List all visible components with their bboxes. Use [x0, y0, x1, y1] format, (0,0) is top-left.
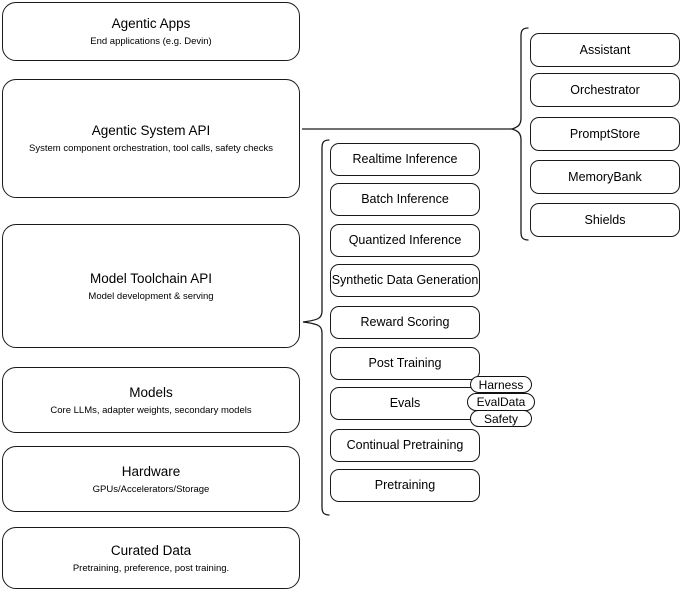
component-post-training[interactable]: Post Training — [330, 347, 480, 380]
layer-subtitle: GPUs/Accelerators/Storage — [92, 483, 210, 495]
layer-subtitle: Pretraining, preference, post training. — [72, 562, 230, 574]
component-evals[interactable]: Evals — [330, 387, 480, 420]
layer-model-toolchain-api[interactable]: Model Toolchain API Model development & … — [2, 224, 300, 348]
component-memorybank[interactable]: MemoryBank — [530, 160, 680, 194]
layer-title: Agentic System API — [91, 123, 211, 138]
component-realtime-inference[interactable]: Realtime Inference — [330, 143, 480, 176]
component-pretraining[interactable]: Pretraining — [330, 469, 480, 502]
model-toolchain-brace — [302, 139, 330, 516]
layer-subtitle: System component orchestration, tool cal… — [29, 143, 273, 154]
badge-evaldata[interactable]: EvalData — [467, 393, 535, 411]
component-orchestrator[interactable]: Orchestrator — [530, 73, 680, 107]
layer-title: Models — [129, 384, 173, 400]
layer-title: Agentic Apps — [111, 16, 191, 31]
layer-subtitle: Core LLMs, adapter weights, secondary mo… — [50, 404, 252, 416]
layer-title: Curated Data — [110, 542, 192, 558]
component-synthetic-data-generation[interactable]: Synthetic Data Generation — [330, 264, 480, 297]
component-shields[interactable]: Shields — [530, 203, 680, 237]
layer-subtitle: End applications (e.g. Devin) — [90, 36, 212, 47]
layer-subtitle: Model development & serving — [88, 290, 214, 302]
layer-models[interactable]: Models Core LLMs, adapter weights, secon… — [2, 367, 300, 433]
component-continual-pretraining[interactable]: Continual Pretraining — [330, 429, 480, 462]
component-batch-inference[interactable]: Batch Inference — [330, 183, 480, 216]
badge-harness[interactable]: Harness — [470, 376, 532, 393]
agentic-system-brace — [509, 27, 529, 241]
layer-title: Hardware — [121, 463, 181, 479]
component-promptstore[interactable]: PromptStore — [530, 117, 680, 151]
component-quantized-inference[interactable]: Quantized Inference — [330, 224, 480, 257]
layer-curated-data[interactable]: Curated Data Pretraining, preference, po… — [2, 527, 300, 589]
layer-title: Model Toolchain API — [89, 270, 213, 286]
badge-safety[interactable]: Safety — [470, 410, 532, 427]
layer-agentic-system-api[interactable]: Agentic System API System component orch… — [2, 79, 300, 198]
component-reward-scoring[interactable]: Reward Scoring — [330, 306, 480, 339]
layer-hardware[interactable]: Hardware GPUs/Accelerators/Storage — [2, 446, 300, 512]
component-assistant[interactable]: Assistant — [530, 33, 680, 67]
layer-agentic-apps[interactable]: Agentic Apps End applications (e.g. Devi… — [2, 2, 300, 61]
